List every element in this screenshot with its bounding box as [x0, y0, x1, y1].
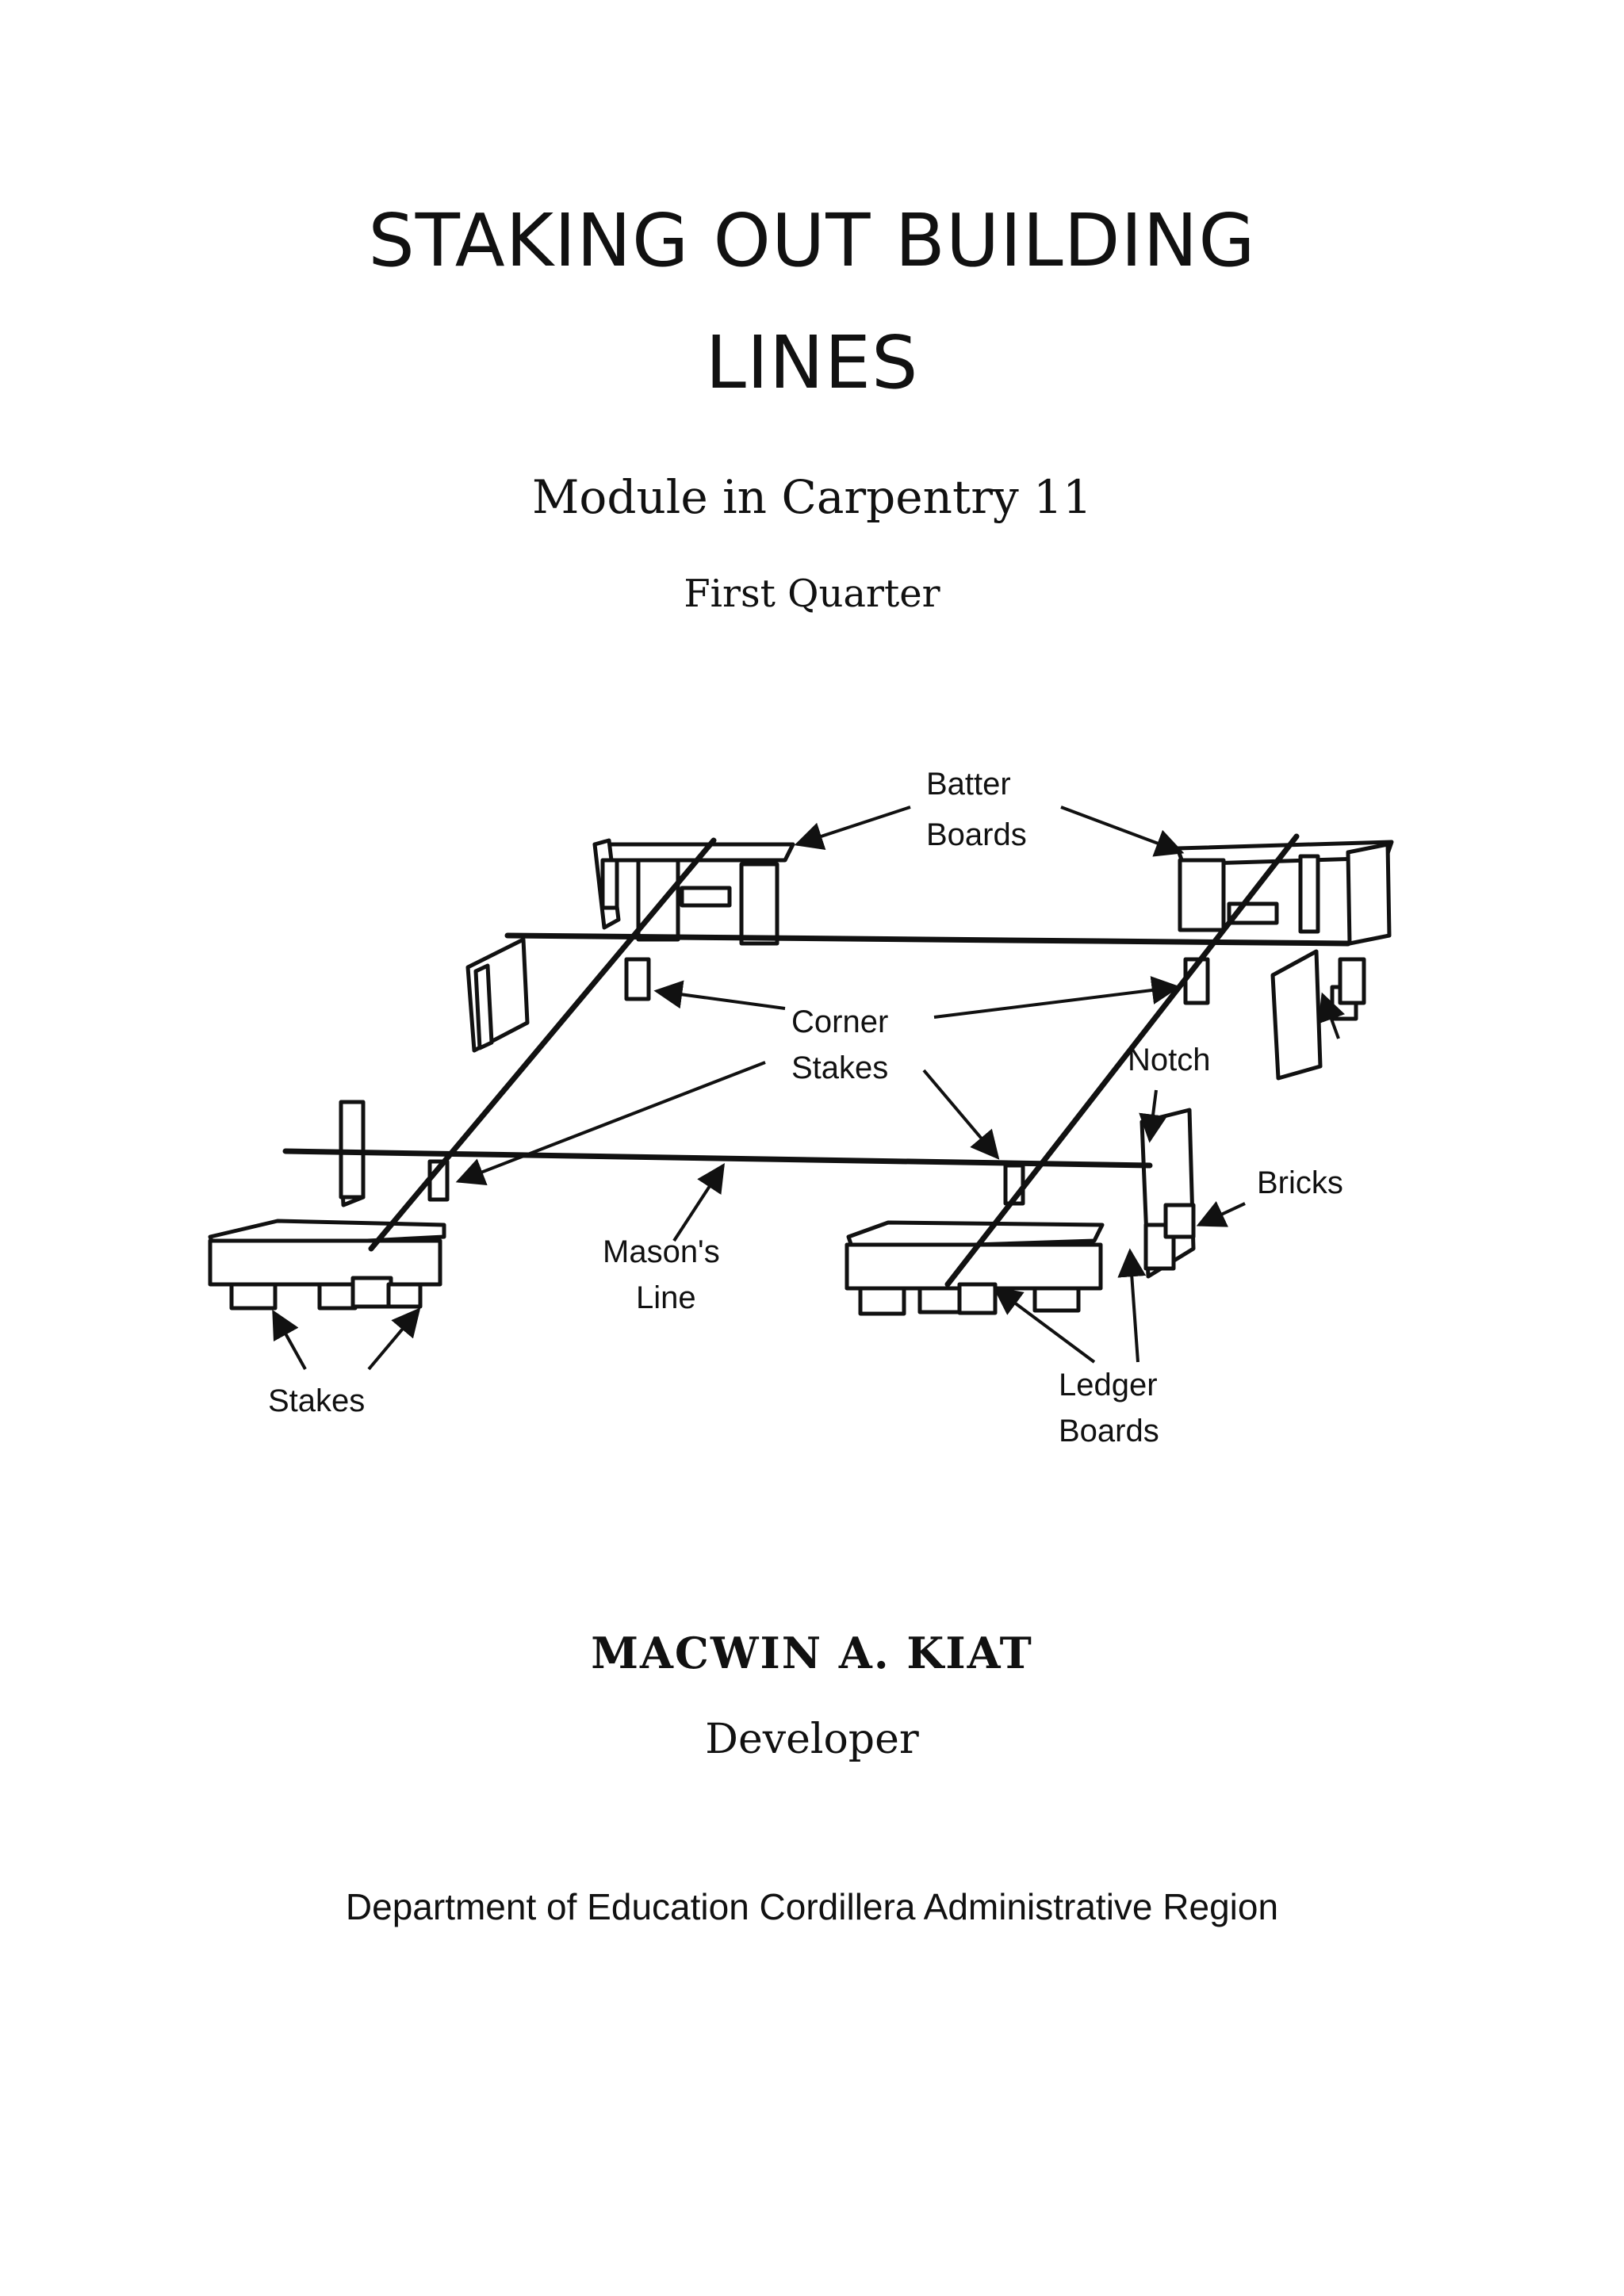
label-ledger-boards-line2: Boards	[1059, 1414, 1159, 1448]
label-corner-stakes-line1: Corner	[791, 1004, 888, 1039]
batter-board-back-left	[465, 838, 795, 1053]
author-role: Developer	[705, 1716, 919, 1763]
label-batter-boards-line1: Batter	[926, 767, 1011, 802]
label-corner-stakes-line2: Stakes	[791, 1050, 888, 1085]
title-line-1: STAKING OUT BUILDING	[368, 198, 1256, 283]
author-name: MACWIN A. KIAT	[591, 1628, 1033, 1678]
diagram-labels: Batter Boards Corner Stakes Notch Bricks…	[268, 767, 1343, 1448]
title-line-2: LINES	[705, 320, 919, 405]
label-bricks: Bricks	[1257, 1165, 1343, 1200]
label-masons-line-line1: Mason's	[603, 1234, 720, 1269]
label-notch: Notch	[1128, 1043, 1211, 1077]
organization-name: Department of Education Cordillera Admin…	[345, 1886, 1279, 1927]
batter-board-front-right	[845, 1108, 1196, 1316]
label-batter-boards-line2: Boards	[926, 817, 1027, 852]
label-masons-line-line2: Line	[636, 1280, 696, 1315]
label-ledger-boards-line1: Ledger	[1059, 1368, 1158, 1402]
masons-lines	[282, 833, 1351, 1288]
label-stakes: Stakes	[268, 1383, 365, 1418]
label-arrows	[272, 806, 1345, 1371]
quarter-label: First Quarter	[684, 572, 940, 616]
module-subtitle: Module in Carpentry 11	[532, 470, 1092, 524]
